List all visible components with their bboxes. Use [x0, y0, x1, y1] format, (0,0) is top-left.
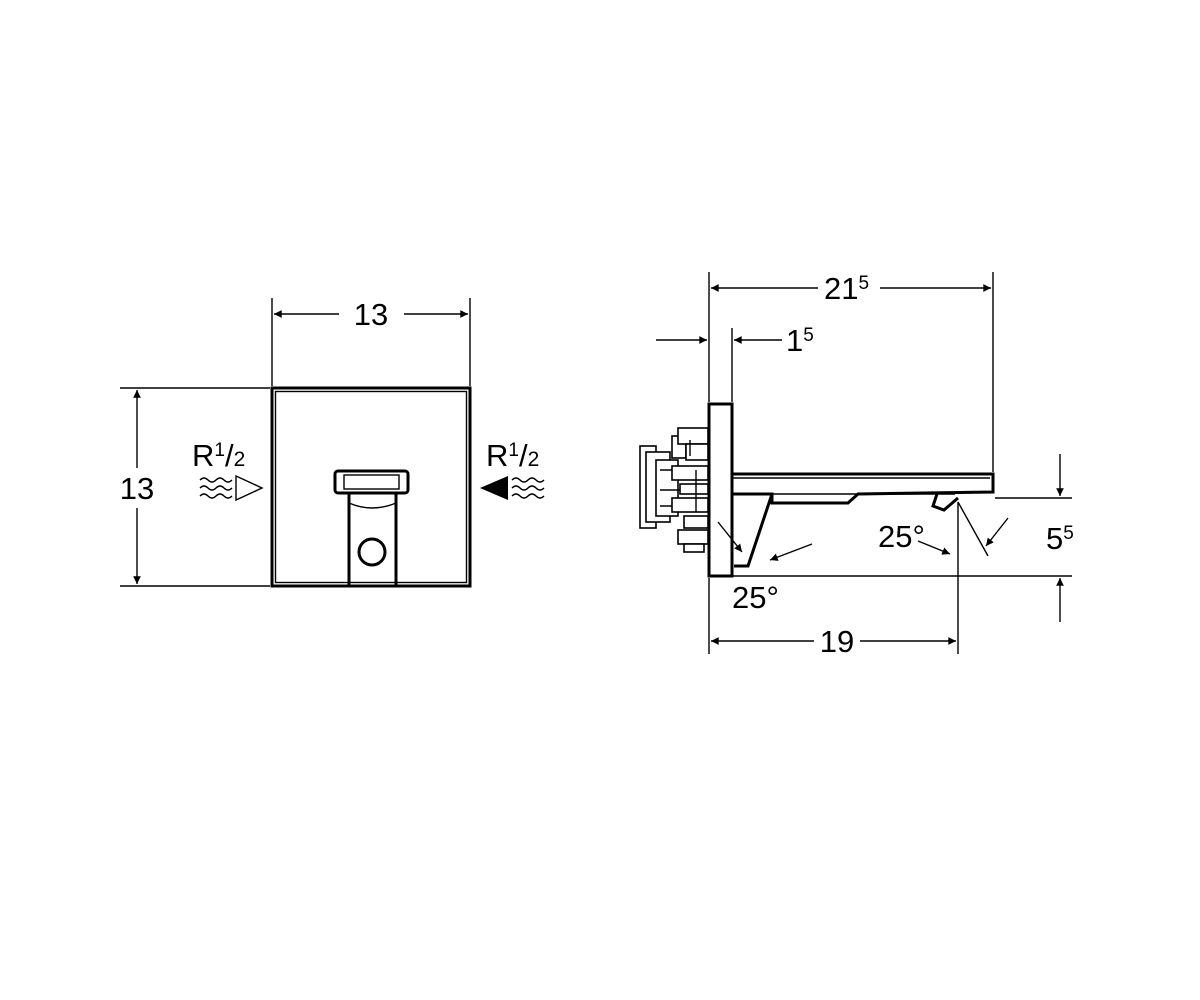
front-sensor-circle — [357, 537, 387, 567]
right-water-connection: R1/2 — [480, 438, 545, 500]
front-spout-neck — [347, 493, 398, 586]
side-concealed-body — [639, 427, 709, 553]
front-spout-curve — [348, 502, 397, 509]
side-outlet-angle-label: 25° — [878, 519, 925, 554]
side-sensor-angle-arrow-left — [717, 521, 743, 553]
front-height-label: 13 — [120, 471, 154, 506]
side-outlet-angle-arrow-right — [985, 517, 1009, 547]
side-projection-label: 215 — [824, 271, 869, 306]
side-plate-thickness-label: 15 — [786, 323, 814, 358]
front-cover-plate — [270, 386, 472, 588]
side-sensor-angle-arrow-right — [769, 543, 813, 561]
right-inflow-arrow-icon — [480, 476, 508, 500]
side-view: 215 15 55 25° 25° 19 — [639, 271, 1074, 659]
side-outlet-angle-arrow-left — [917, 540, 951, 555]
front-spout-head — [333, 469, 410, 495]
right-water-waves-icon — [511, 477, 545, 499]
side-spout-inner-line — [732, 477, 990, 495]
left-water-connection: R1/2 — [192, 438, 264, 502]
front-view: 13 13 R1/2 R1/2 — [120, 297, 545, 588]
right-connection-label: R1/2 — [486, 438, 539, 473]
side-outlet-height-label: 55 — [1046, 521, 1074, 556]
left-connection-label: R1/2 — [192, 438, 245, 473]
front-cover-plate-inner — [274, 390, 468, 584]
side-spout-support — [734, 493, 774, 568]
front-spout-head-inner — [343, 474, 400, 490]
left-water-waves-icon — [199, 477, 233, 499]
side-sensor-angle-label: 25° — [732, 580, 779, 615]
left-inflow-arrow-icon — [235, 474, 264, 502]
front-width-label: 13 — [354, 297, 388, 332]
side-spout-outlet — [931, 493, 959, 512]
side-spout-length-label: 19 — [820, 624, 854, 659]
side-cover-plate — [707, 402, 734, 578]
